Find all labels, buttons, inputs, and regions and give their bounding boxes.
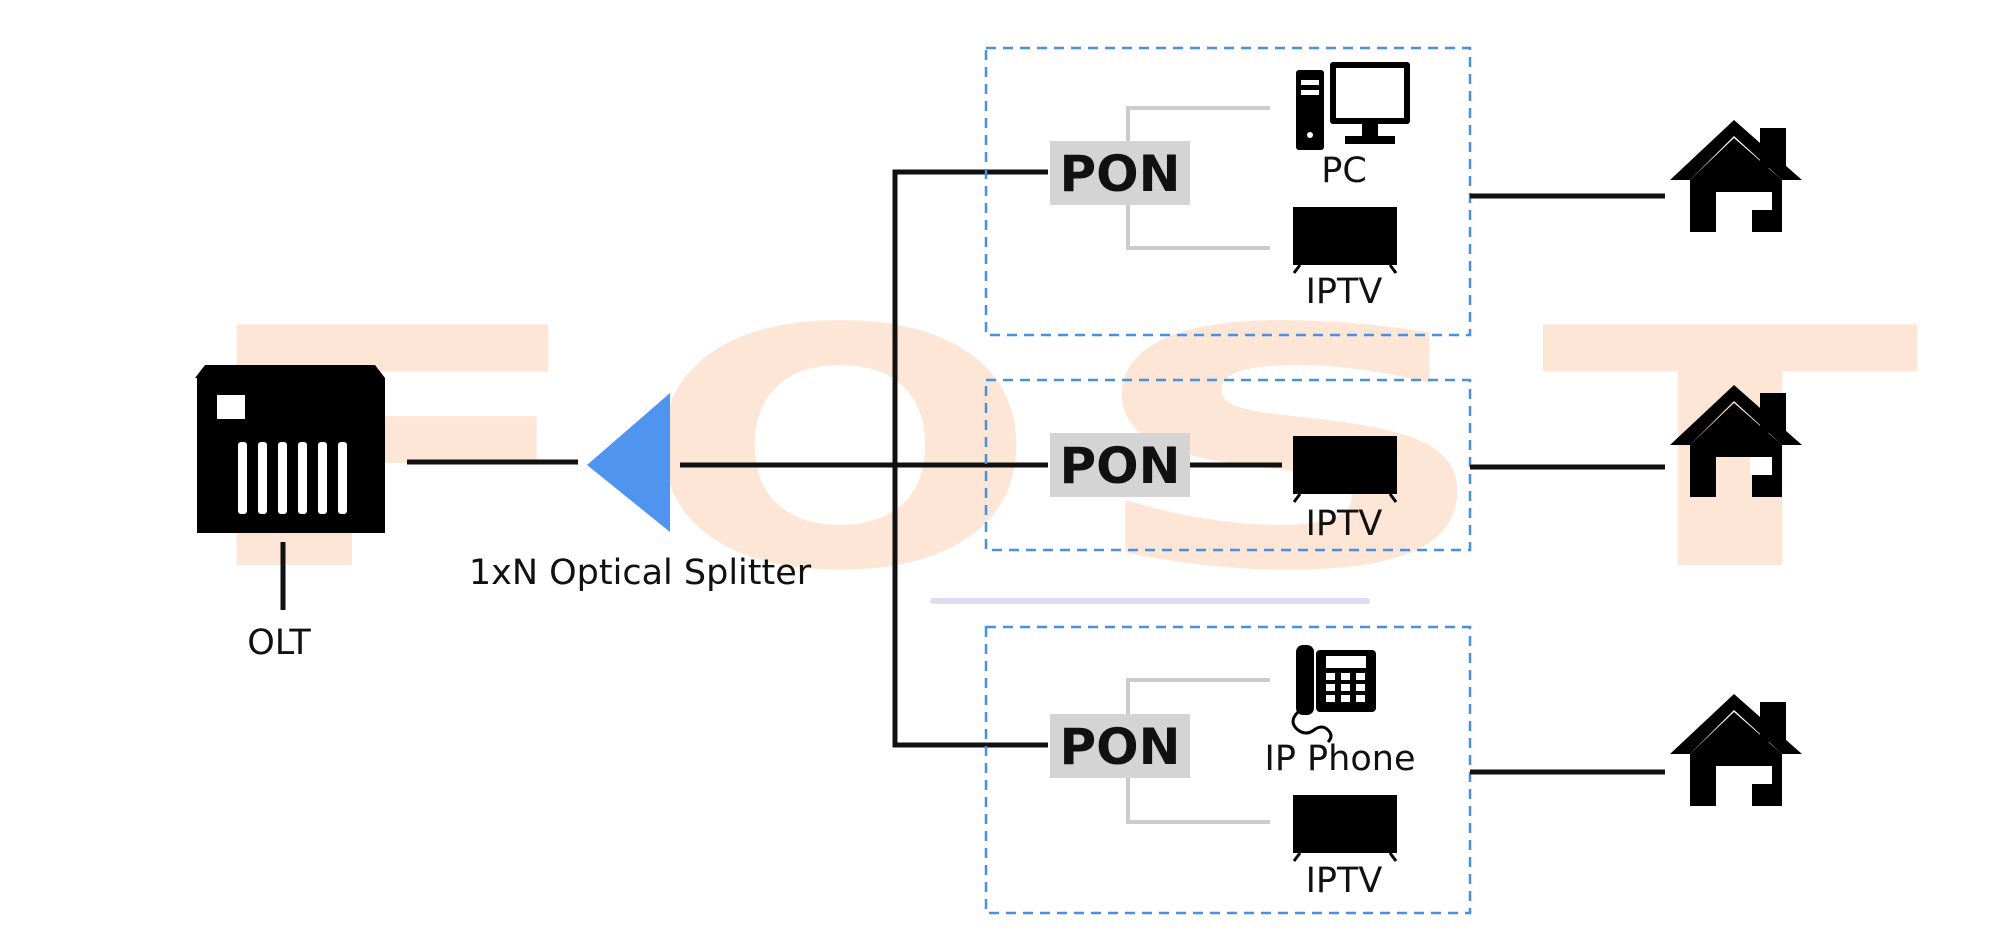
group-border (984, 46, 1472, 337)
splitter-icon (587, 393, 670, 532)
trunk-lines (680, 169, 1048, 748)
device-label-ip-phone: IP Phone (1265, 739, 1416, 779)
olt-device: OLT (195, 365, 385, 663)
house-icon (1670, 385, 1802, 497)
olt-label: OLT (247, 623, 311, 663)
device-label-pc: PC (1321, 151, 1367, 191)
pon-box (1050, 714, 1190, 778)
device-label-iptv: IPTV (1306, 504, 1383, 544)
pon-label: PON (1060, 145, 1181, 203)
group-border (984, 625, 1472, 915)
watermark-letter-o: O (640, 259, 1040, 643)
device-label-iptv: IPTV (1306, 861, 1383, 901)
olt-port-1 (238, 442, 247, 514)
pon-label: PON (1060, 437, 1181, 495)
device-label-iptv: IPTV (1306, 272, 1383, 312)
olt-port-2 (258, 442, 267, 514)
house-icon (1670, 120, 1802, 232)
olt-port-6 (338, 442, 347, 514)
pon-box (1050, 141, 1190, 205)
olt-status-window (217, 395, 245, 419)
olt-port-5 (318, 442, 327, 514)
olt-port-3 (278, 442, 287, 514)
tv-icon (1292, 436, 1398, 503)
house-icon (1670, 694, 1802, 806)
desk-phone-icon (1291, 645, 1376, 744)
olt-top-edge (195, 365, 385, 378)
watermark: F O S T (180, 259, 1923, 643)
pon-label: PON (1060, 718, 1181, 776)
pon-group-1: PON PC IPTV (984, 46, 1472, 337)
tv-icon (1292, 207, 1398, 274)
trunk-branch-top (892, 169, 1048, 748)
watermark-underline (930, 598, 1370, 604)
desktop-computer-icon (1296, 62, 1410, 150)
pon-box (1050, 433, 1190, 497)
tv-icon (1292, 795, 1398, 862)
olt-port-4 (298, 442, 307, 514)
pon-group-3: PON IP Phone IPTV (984, 625, 1472, 915)
splitter-label: 1xN Optical Splitter (469, 553, 812, 593)
